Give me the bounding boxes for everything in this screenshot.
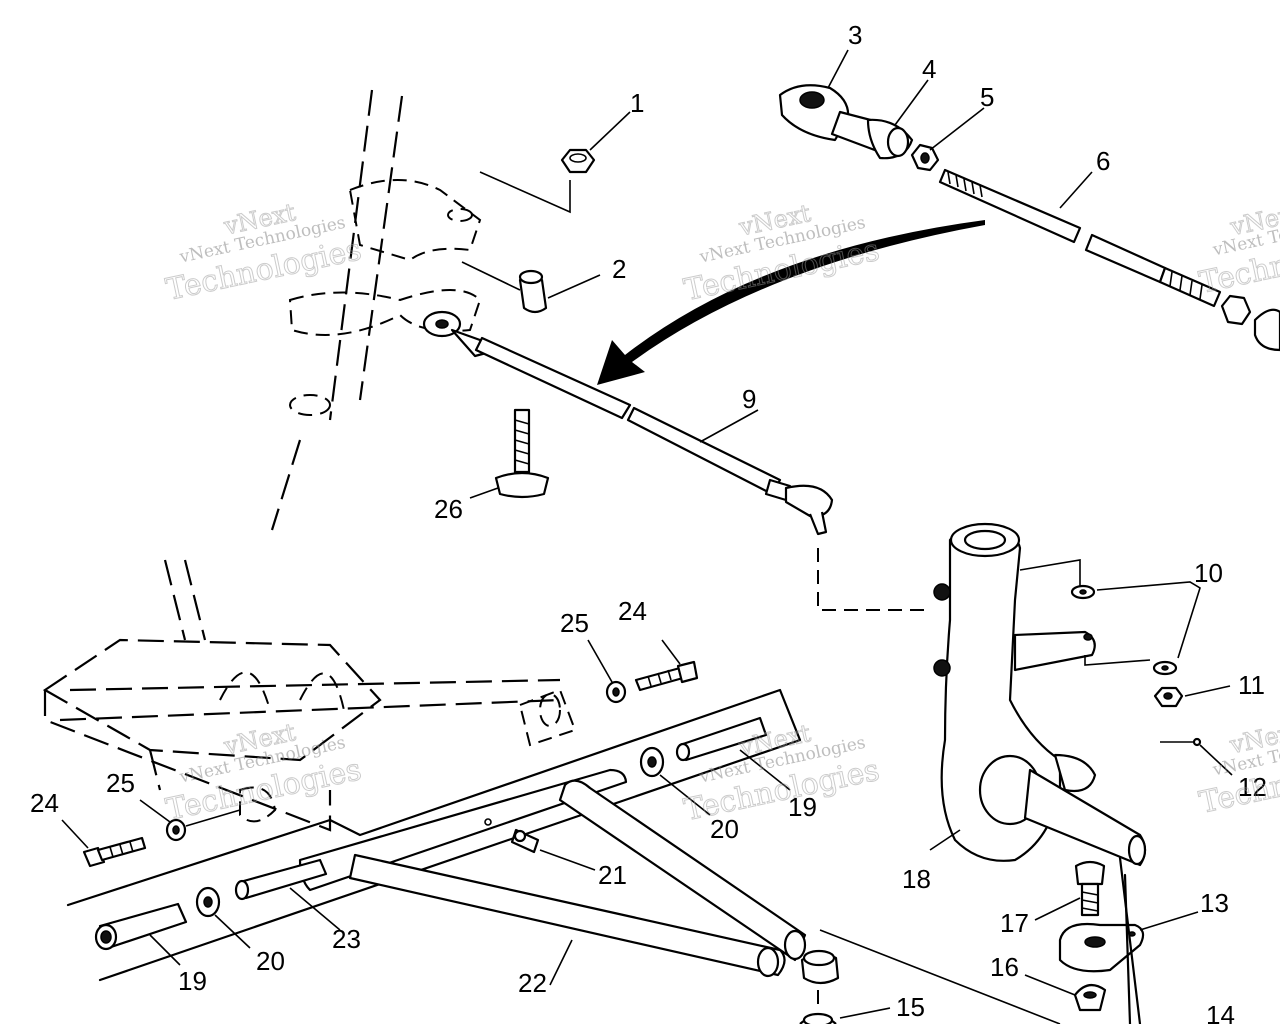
washer-part-25b [587, 639, 627, 704]
cotter-pin-part-12 [1160, 737, 1233, 776]
label-18: 18 [902, 864, 931, 894]
label-23: 23 [332, 924, 361, 954]
grease-fitting-part-21 [484, 818, 596, 871]
watermark-3: vNext vNext Technologies Technologies [163, 718, 365, 829]
nut-part-11 [1153, 685, 1231, 708]
label-5: 5 [980, 82, 994, 112]
label-25b: 25 [560, 608, 589, 638]
bolt-part-17 [1034, 860, 1106, 921]
frame-outline [42, 638, 577, 832]
label-26: 26 [434, 494, 463, 524]
jam-nut-part-5 [910, 143, 940, 172]
bolt-part-26 [494, 408, 550, 499]
label-15: 15 [896, 992, 925, 1022]
label-19a: 19 [178, 966, 207, 996]
adjuster-rod-part-6 [938, 168, 1280, 352]
label-19b: 19 [788, 792, 817, 822]
label-3: 3 [848, 20, 862, 50]
label-16: 16 [990, 952, 1019, 982]
label-21: 21 [598, 860, 627, 890]
a-arm-part-22 [298, 768, 840, 986]
steering-post-outline [163, 89, 482, 641]
sleeve-part-19a [94, 902, 188, 966]
nut-part-1 [479, 148, 596, 214]
label-13: 13 [1200, 888, 1229, 918]
washer-part-10 [1070, 581, 1201, 676]
bolt-part-24b [634, 639, 699, 692]
spacer-part-2 [461, 261, 548, 314]
label-12: 12 [1238, 772, 1267, 802]
label-14: 14 [1206, 1000, 1235, 1024]
label-4: 4 [922, 54, 936, 84]
bushing-part-23 [234, 858, 341, 931]
washer-part-20b [639, 746, 711, 816]
spindle-part-18 [933, 522, 1151, 867]
label-2: 2 [612, 254, 626, 284]
watermark-4: vNext vNext Technologies Technologies [681, 719, 883, 829]
watermark-2: vNext vNext Technologies Technologies [681, 199, 883, 309]
part-labels: 1 2 3 4 5 6 9 10 11 12 13 14 15 16 17 18… [30, 20, 1267, 1024]
tie-rod-part-9 [422, 310, 925, 611]
label-25a: 25 [106, 768, 135, 798]
sleeve-part-19b [675, 716, 791, 791]
bolt-part-24a [61, 819, 147, 868]
washer-part-20a [195, 886, 251, 949]
label-6: 6 [1096, 146, 1110, 176]
watermark-5: vNext vNext Technologies Technologies [1196, 198, 1280, 301]
label-10: 10 [1194, 558, 1223, 588]
leader-lines [469, 49, 1093, 851]
watermark-1: vNext vNext Technologies Technologies [163, 198, 365, 309]
pivot-part-15 [799, 929, 1061, 1024]
label-20b: 20 [710, 814, 739, 844]
label-24a: 24 [30, 788, 59, 818]
washer-part-25a [139, 799, 241, 842]
label-17: 17 [1000, 908, 1029, 938]
label-9: 9 [742, 384, 756, 414]
label-24b: 24 [618, 596, 647, 626]
line-part-14 [1118, 856, 1142, 1024]
direction-arrow [597, 220, 985, 385]
label-11: 11 [1238, 670, 1265, 700]
jam-sleeve-part-4 [866, 118, 914, 160]
label-22: 22 [518, 968, 547, 998]
bushing-part-16 [1024, 974, 1107, 1012]
frame-rail-edge [66, 688, 802, 982]
label-20a: 20 [256, 946, 285, 976]
watermark-6: vNext vNext Technologies Technologies [1196, 716, 1280, 821]
label-1: 1 [630, 88, 644, 118]
